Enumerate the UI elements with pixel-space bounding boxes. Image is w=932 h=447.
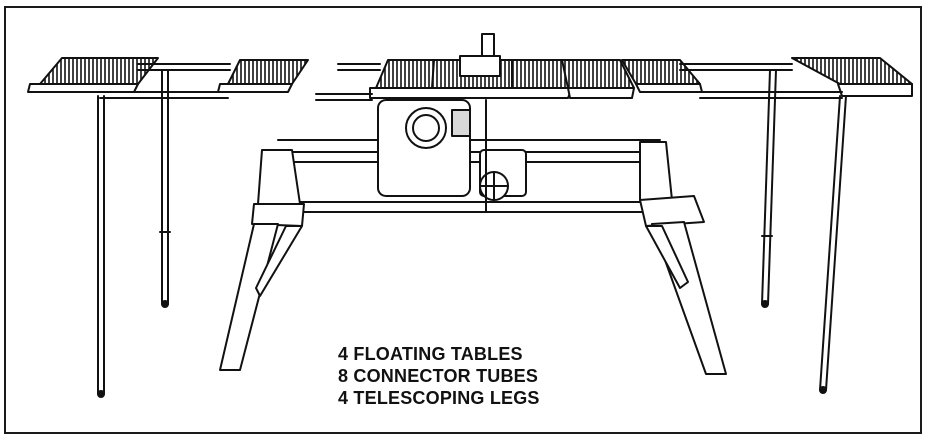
floating-table-left-inner (217, 59, 309, 93)
right-stand (639, 141, 727, 375)
way-tubes (289, 139, 661, 213)
parts-caption: 4 FLOATING TABLES 8 CONNECTOR TUBES 4 TE… (338, 343, 540, 409)
left-stand (219, 139, 305, 371)
connector-tubes (99, 63, 843, 101)
floating-table-right-outer (791, 57, 913, 97)
caption-line-telescoping-legs: 4 TELESCOPING LEGS (338, 388, 540, 408)
caption-line-connector-tubes: 8 CONNECTOR TUBES (338, 366, 539, 386)
caption-line-floating-tables: 4 FLOATING TABLES (338, 344, 523, 364)
floating-table-left-outer (27, 57, 159, 93)
blade-guard (459, 33, 501, 77)
headstock-motor (377, 99, 527, 213)
telescoping-legs (97, 69, 847, 398)
floating-table-center-right (561, 59, 635, 99)
